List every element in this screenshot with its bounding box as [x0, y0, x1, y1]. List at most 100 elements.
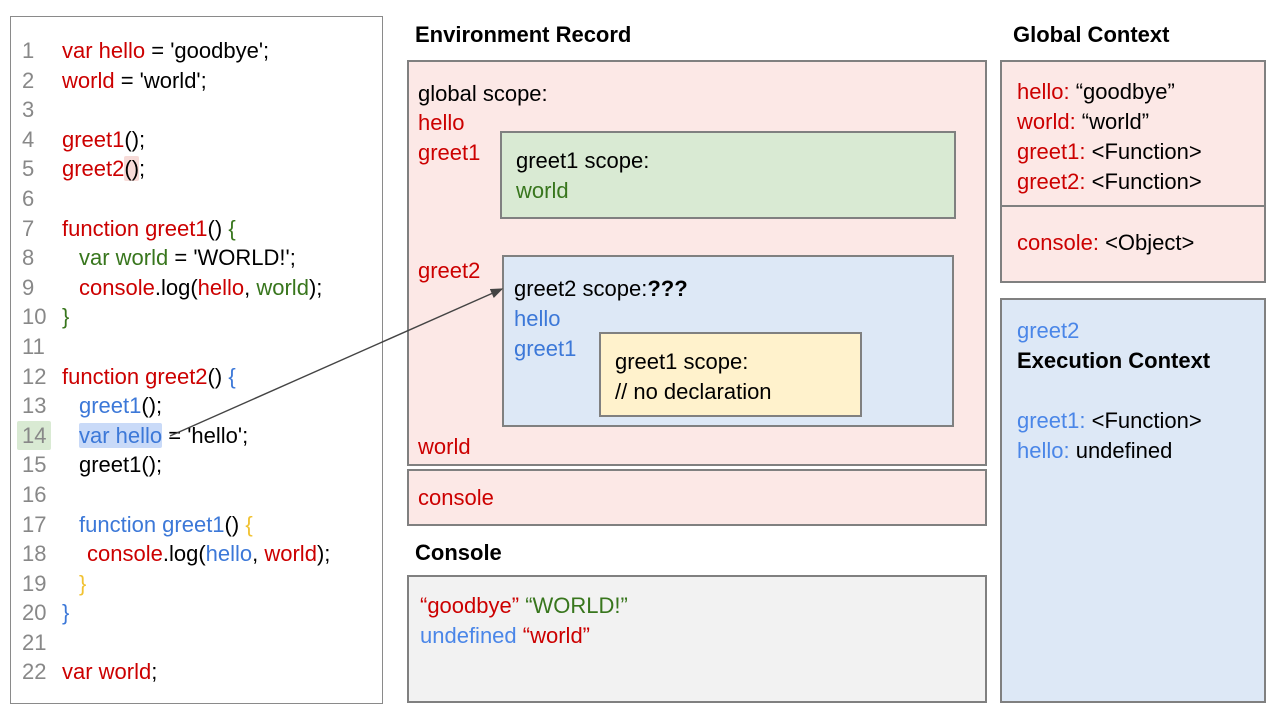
code-token: console [87, 541, 163, 567]
greet1-scope-title: greet1 scope: [516, 148, 650, 173]
console-title: Console [415, 540, 502, 565]
global-console-value: <Object> [1098, 230, 1195, 255]
line-number-text: 11 [22, 333, 45, 359]
line-number-text: 9 [22, 274, 35, 300]
entry-value: <Function> [1085, 169, 1202, 194]
code-token: var world [62, 659, 152, 685]
code-token: { [228, 363, 236, 389]
context-entry: world: “world” [1017, 107, 1202, 137]
code-token: = 'WORLD!'; [168, 245, 296, 271]
greet2-scope-var-hello: hello [514, 306, 561, 331]
console-output-line: “goodbye” “WORLD!” [420, 591, 985, 621]
entry-value: “goodbye” [1069, 79, 1175, 104]
code-token: hello [205, 541, 253, 567]
line-number-text: 2 [22, 67, 35, 93]
context-entry: hello: “goodbye” [1017, 77, 1202, 107]
line-number: 1 [11, 36, 62, 66]
line-number: 9 [11, 273, 62, 303]
env-var-console: console [418, 485, 494, 510]
code-editor-panel: 1 var hello = 'goodbye'; 2 world = 'world';… [10, 16, 383, 704]
line-number-text: 19 [22, 570, 47, 596]
code-token: “WORLD!” [525, 593, 628, 618]
code-token: world [264, 541, 317, 567]
entry-value: <Function> [1085, 139, 1202, 164]
execution-context-entries: greet1: <Function>hello: undefined [1017, 406, 1202, 466]
code-line-11: 11 [11, 332, 382, 362]
global-context-title: Global Context [1013, 22, 1170, 47]
global-context-entries: hello: “goodbye”world: “world”greet1: <F… [1017, 77, 1202, 197]
line-number: 10 [11, 302, 62, 332]
code-line-10: 10} [11, 302, 382, 332]
code-token: console [79, 274, 155, 300]
code-token: () [207, 215, 229, 241]
code-text: } [62, 302, 69, 332]
code-token: greet1 [62, 126, 125, 152]
line-number: 2 [11, 66, 62, 96]
code-token: () [207, 363, 229, 389]
code-line-19: 19} [11, 569, 382, 599]
context-entry: greet2: <Function> [1017, 167, 1202, 197]
line-number: 11 [11, 332, 62, 362]
code-token: , [252, 541, 265, 567]
line-number-text: 13 [22, 393, 47, 419]
entry-key: greet1: [1017, 139, 1086, 164]
inner-greet1-scope-title: greet1 scope: [615, 349, 749, 374]
line-number-text: 5 [22, 156, 35, 182]
line-number-text: 4 [22, 126, 35, 152]
env-console-box [407, 469, 987, 526]
code-lines: 1 var hello = 'goodbye'; 2 world = 'world';… [11, 36, 382, 687]
execution-context-subheader: Execution Context [1017, 348, 1211, 373]
line-number-text: 21 [22, 629, 47, 655]
execution-context-box [1000, 298, 1266, 703]
code-token: function greet1 [62, 215, 208, 241]
code-text: } [62, 598, 69, 628]
code-text: greet2(); [62, 154, 145, 184]
code-token: () [224, 511, 246, 537]
code-token: world [256, 274, 309, 300]
line-number-text: 17 [22, 511, 47, 537]
code-token: greet1(); [79, 452, 163, 478]
global-console-entry: console: <Object> [1017, 228, 1194, 258]
code-line-15: 15 greet1(); [11, 450, 382, 480]
line-number-text: 8 [22, 245, 35, 271]
code-text: var hello = 'goodbye'; [62, 36, 269, 66]
entry-key: hello: [1017, 438, 1070, 463]
entry-value: undefined [1069, 438, 1173, 463]
code-token: var hello [62, 38, 146, 63]
code-token: ); [308, 274, 323, 300]
line-number-text: 12 [22, 363, 47, 389]
code-token: , [244, 274, 257, 300]
code-text: function greet1() { [62, 510, 253, 540]
code-line-2: 2 world = 'world'; [11, 66, 382, 96]
code-line-17: 17 function greet1() { [11, 510, 382, 540]
code-token: world [62, 67, 115, 93]
code-text: greet1(); [62, 450, 162, 480]
line-number: 3 [11, 95, 62, 125]
line-number: 15 [11, 450, 62, 480]
code-text: console.log(hello, world); [62, 273, 322, 303]
code-token: } [79, 570, 87, 596]
code-text: world = 'world'; [62, 66, 207, 96]
line-number: 7 [11, 214, 62, 244]
line-number-text: 6 [22, 185, 35, 211]
code-token: “world” [522, 623, 591, 648]
line-number: 17 [11, 510, 62, 540]
global-scope-label: global scope: [418, 81, 548, 106]
line-number: 8 [11, 243, 62, 273]
code-token: ; [139, 156, 146, 182]
line-number: 16 [11, 480, 62, 510]
line-number-text: 15 [22, 452, 47, 478]
code-text: console.log(hello, world); [62, 539, 330, 569]
code-token: .log( [154, 274, 198, 300]
code-text: var hello = 'hello'; [62, 421, 248, 451]
environment-record-title: Environment Record [415, 22, 632, 47]
context-entry: greet1: <Function> [1017, 137, 1202, 167]
code-text: } [62, 569, 86, 599]
code-token: .log( [162, 541, 206, 567]
entry-key: greet1: [1017, 408, 1086, 433]
line-number-text: 1 [22, 38, 35, 63]
